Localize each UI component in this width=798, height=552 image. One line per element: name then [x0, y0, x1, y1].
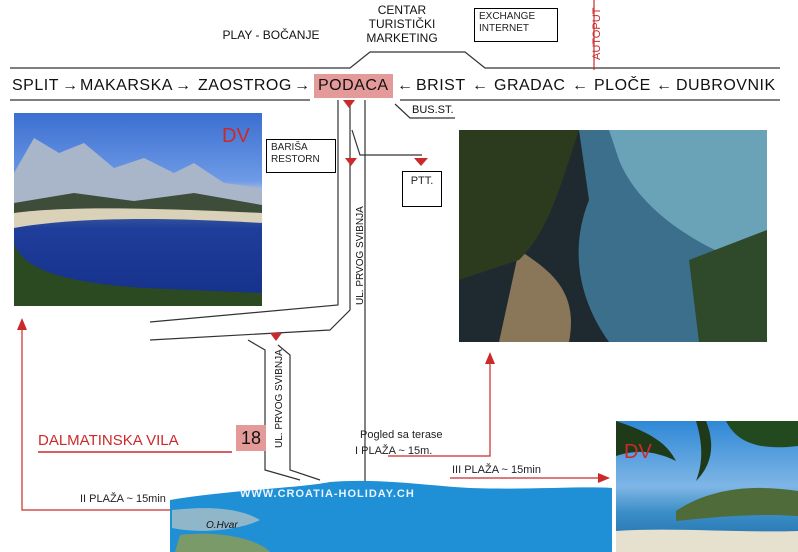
route-arrow-2: → — [175, 77, 192, 94]
lower-street-b — [277, 344, 321, 481]
play-label: PLAY - BOČANJE — [222, 28, 320, 42]
coast-photo — [459, 130, 767, 342]
route-arrow-1: → — [62, 77, 79, 94]
bus-station-label: BUS.ST. — [412, 104, 454, 116]
route-arrow-3: → — [294, 77, 311, 94]
street-left2 — [149, 100, 351, 341]
marker-street — [345, 158, 357, 166]
terrace-caption: Pogled sa terase — [360, 429, 443, 441]
street-left — [149, 100, 339, 323]
barisa-box: BARIŠA RESTORN — [266, 139, 336, 173]
center-label: CENTAR TURISTIČKI MARKETING — [352, 3, 452, 45]
palm-photo — [616, 421, 798, 552]
beach3-label: III PLAŽA ~ 15min — [452, 464, 541, 476]
route-arrow-5: ← — [472, 77, 489, 94]
route-ploce: PLOČE — [594, 77, 651, 94]
center-line1: CENTAR — [377, 3, 427, 17]
coast-photo-art — [459, 130, 767, 342]
island-label: O.Hvar — [206, 520, 238, 531]
villa-name: DALMATINSKA VILA — [38, 432, 179, 449]
lower-street-a — [247, 339, 301, 481]
dv-top-label: DV — [222, 125, 250, 147]
marker-ptt — [414, 158, 428, 166]
route-arrow-7: ← — [656, 77, 673, 94]
marker-podaca — [343, 100, 355, 108]
exchange-line1: EXCHANGE — [479, 11, 536, 22]
barisa-line2: RESTORN — [271, 154, 320, 165]
palm-photo-art — [616, 421, 798, 552]
center-line2: TURISTIČKI — [368, 17, 436, 31]
upper-road — [10, 51, 780, 69]
route-split: SPLIT — [12, 77, 59, 94]
villa-number: 18 — [236, 425, 266, 451]
route-zaostrog: ZAOSTROG — [198, 77, 292, 94]
bay-photo — [14, 113, 262, 306]
terrace-arrow — [388, 360, 491, 457]
dv-bottom-label: DV — [624, 441, 652, 463]
barisa-line1: BARIŠA — [271, 142, 308, 153]
bay-photo-art — [14, 138, 262, 306]
route-arrow-6: ← — [572, 77, 589, 94]
route-podaca: PODACA — [314, 74, 393, 98]
watermark: WWW.CROATIA-HOLIDAY.CH — [240, 488, 415, 500]
route-dubrovnik: DUBROVNIK — [676, 77, 776, 94]
beach1-label: I PLAŽA ~ 15m. — [355, 445, 433, 457]
marker-lower — [270, 333, 282, 341]
beach2-arrow — [21, 325, 240, 511]
ptt-box: PTT. — [402, 171, 442, 207]
route-arrow-4: ← — [397, 77, 414, 94]
beach2-label: II PLAŽA ~ 15min — [80, 493, 166, 505]
exchange-line2: INTERNET — [479, 23, 529, 34]
route-makarska: MAKARSKA — [80, 77, 173, 94]
exchange-box: EXCHANGE INTERNET — [474, 8, 558, 42]
route-gradac: GRADAC — [494, 77, 566, 94]
bus-branch — [394, 103, 455, 119]
ptt-branch — [351, 129, 422, 156]
route-brist: BRIST — [416, 77, 466, 94]
center-line3: MARKETING — [366, 31, 438, 45]
